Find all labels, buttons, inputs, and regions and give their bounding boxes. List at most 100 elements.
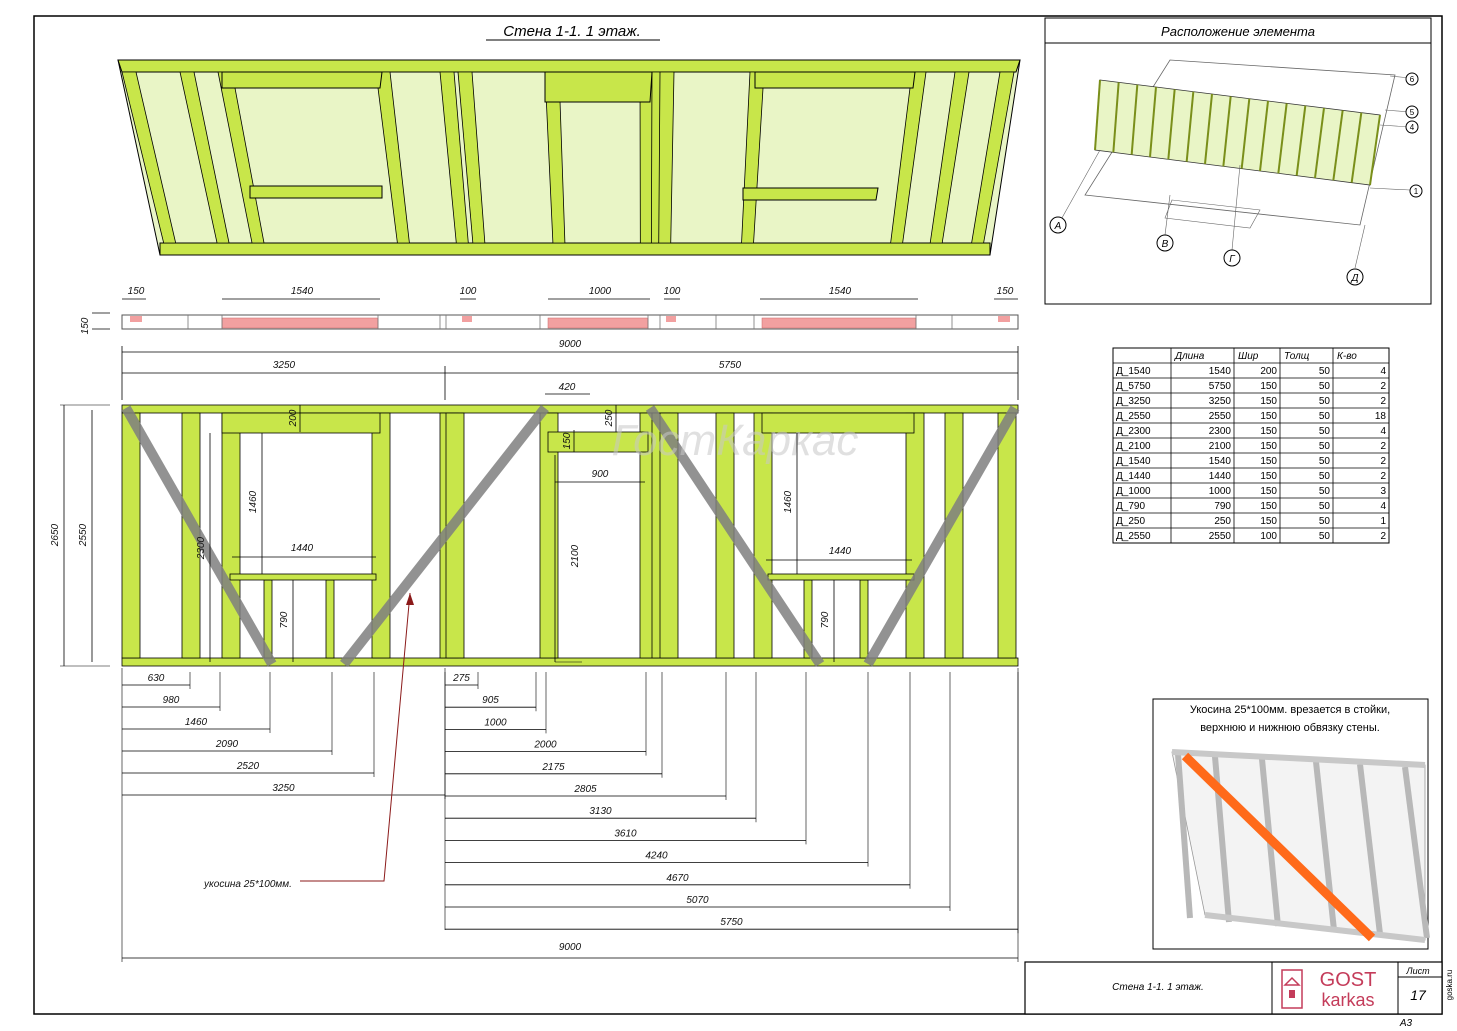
table-cell: 150 [1260, 441, 1277, 452]
stud [121, 412, 141, 659]
dim-label: 2090 [215, 739, 239, 750]
plan-post [666, 316, 676, 322]
window-right-header-3d [754, 71, 916, 89]
table-cell-name: Д_1540 [1116, 456, 1151, 467]
table-cell: 2 [1380, 471, 1386, 482]
window-left-sill [229, 573, 377, 581]
bottom-total-dimension: 9000 [121, 668, 1019, 962]
table-cell: 2300 [1209, 426, 1232, 437]
location-stud [1314, 107, 1325, 179]
dim-label: 980 [163, 695, 180, 706]
location-stud [1222, 96, 1232, 167]
stud [539, 412, 559, 659]
stud-3d [439, 71, 469, 244]
dim-label: 1000 [484, 717, 507, 728]
location-stud [1149, 86, 1157, 158]
table-cell: 100 [1260, 531, 1277, 542]
dim-label: 2175 [541, 762, 565, 773]
table-cell: 3 [1380, 486, 1386, 497]
axis-label-a: А [1054, 221, 1062, 232]
bottom-plate-3d [159, 242, 991, 256]
stud-3d [457, 71, 486, 244]
logo-top-text: GOST [1320, 969, 1377, 991]
dim-label: 4240 [645, 851, 668, 862]
row-label-5: 5 [1410, 108, 1415, 117]
axis-label-v: В [1162, 239, 1169, 250]
table-cell: 150 [1260, 516, 1277, 527]
title-block: Стена 1-1. 1 этаж. GOST karkas Лист 17 А… [1024, 961, 1454, 1029]
table-cell: 2550 [1209, 411, 1232, 422]
stud-height-dim: 2550 [78, 523, 89, 547]
location-stud [1130, 84, 1139, 155]
location-stud [1277, 103, 1288, 174]
row-label-4: 4 [1410, 123, 1415, 132]
table-cell: 1540 [1209, 366, 1232, 377]
sheet-label: Лист [1405, 966, 1430, 976]
table-cell: 50 [1319, 366, 1331, 377]
height-dimensions: 2650 2550 2300 2100 [50, 404, 582, 667]
row-label-6: 6 [1410, 75, 1415, 84]
table-frame [1112, 347, 1390, 544]
dim-label: 905 [482, 695, 499, 706]
plan-post [462, 316, 472, 322]
sheet-frame [33, 15, 1443, 1015]
plan-door [547, 317, 649, 329]
photo-bottom-plate [1204, 912, 1426, 943]
sheet-number: 17 [1410, 987, 1427, 1003]
window-left-sill-3d [249, 185, 383, 199]
table-cell: 150 [1260, 456, 1277, 467]
table-cell: 150 [1260, 396, 1277, 407]
plan-dimensions: 150 1540 100 1000 100 1540 150 [122, 286, 1018, 300]
location-stud [1259, 100, 1269, 172]
table-cell: 50 [1319, 501, 1331, 512]
door-height-dim: 2100 [570, 544, 581, 568]
table-cell: 3250 [1209, 396, 1232, 407]
table-cell: 150 [1260, 426, 1277, 437]
brace-1 [121, 405, 277, 667]
table-cell-name: Д_2300 [1116, 426, 1151, 437]
plan-dim-4: 1000 [589, 286, 612, 297]
stud [905, 412, 925, 659]
dim-label: 5070 [686, 895, 709, 906]
location-stud [1167, 89, 1176, 160]
window-left-height-dim: 1460 [248, 490, 259, 513]
stud [944, 412, 964, 659]
table-cell-name: Д_2550 [1116, 531, 1151, 542]
location-stud [1185, 91, 1195, 162]
stud-3d [375, 71, 410, 244]
table-cell: 4 [1380, 501, 1386, 512]
stud [221, 412, 241, 659]
plan-stud-ticks [187, 315, 953, 329]
location-stud [1295, 105, 1307, 176]
left-section-dim: 3250 [273, 360, 296, 371]
table-cell: 150 [1260, 501, 1277, 512]
dim-label: 3610 [614, 828, 637, 839]
table-cell: 200 [1260, 366, 1277, 377]
door-width-dim: 900 [592, 469, 609, 480]
table-cell: 2100 [1209, 441, 1232, 452]
dim-label: 4670 [666, 873, 689, 884]
location-panel-title: Расположение элемента [1161, 24, 1315, 39]
plan-dim-7: 150 [997, 286, 1014, 297]
table-cell: 50 [1319, 396, 1331, 407]
location-stud [1332, 110, 1344, 181]
window-left-header [221, 412, 381, 434]
location-panel: Расположение элемента А В Г Д 1 4 5 6 [1044, 17, 1432, 305]
drawing-title: Стена 1-1. 1 этаж. [503, 23, 641, 40]
table-cell: 18 [1375, 411, 1387, 422]
table-cell: 150 [1260, 381, 1277, 392]
total-height-dim: 2650 [50, 523, 61, 547]
table-cell: 5750 [1209, 381, 1232, 392]
window-right-width-dim: 1440 [829, 546, 852, 557]
plan-post [998, 316, 1010, 322]
table-cell: 2 [1380, 381, 1386, 392]
table-cell-name: Д_1540 [1116, 366, 1151, 377]
stud-3d [121, 71, 177, 244]
door-header-3d [544, 71, 653, 103]
table-cell-name: Д_790 [1116, 501, 1145, 512]
stud [371, 412, 391, 659]
sheet-format: А3 [1399, 1018, 1413, 1029]
